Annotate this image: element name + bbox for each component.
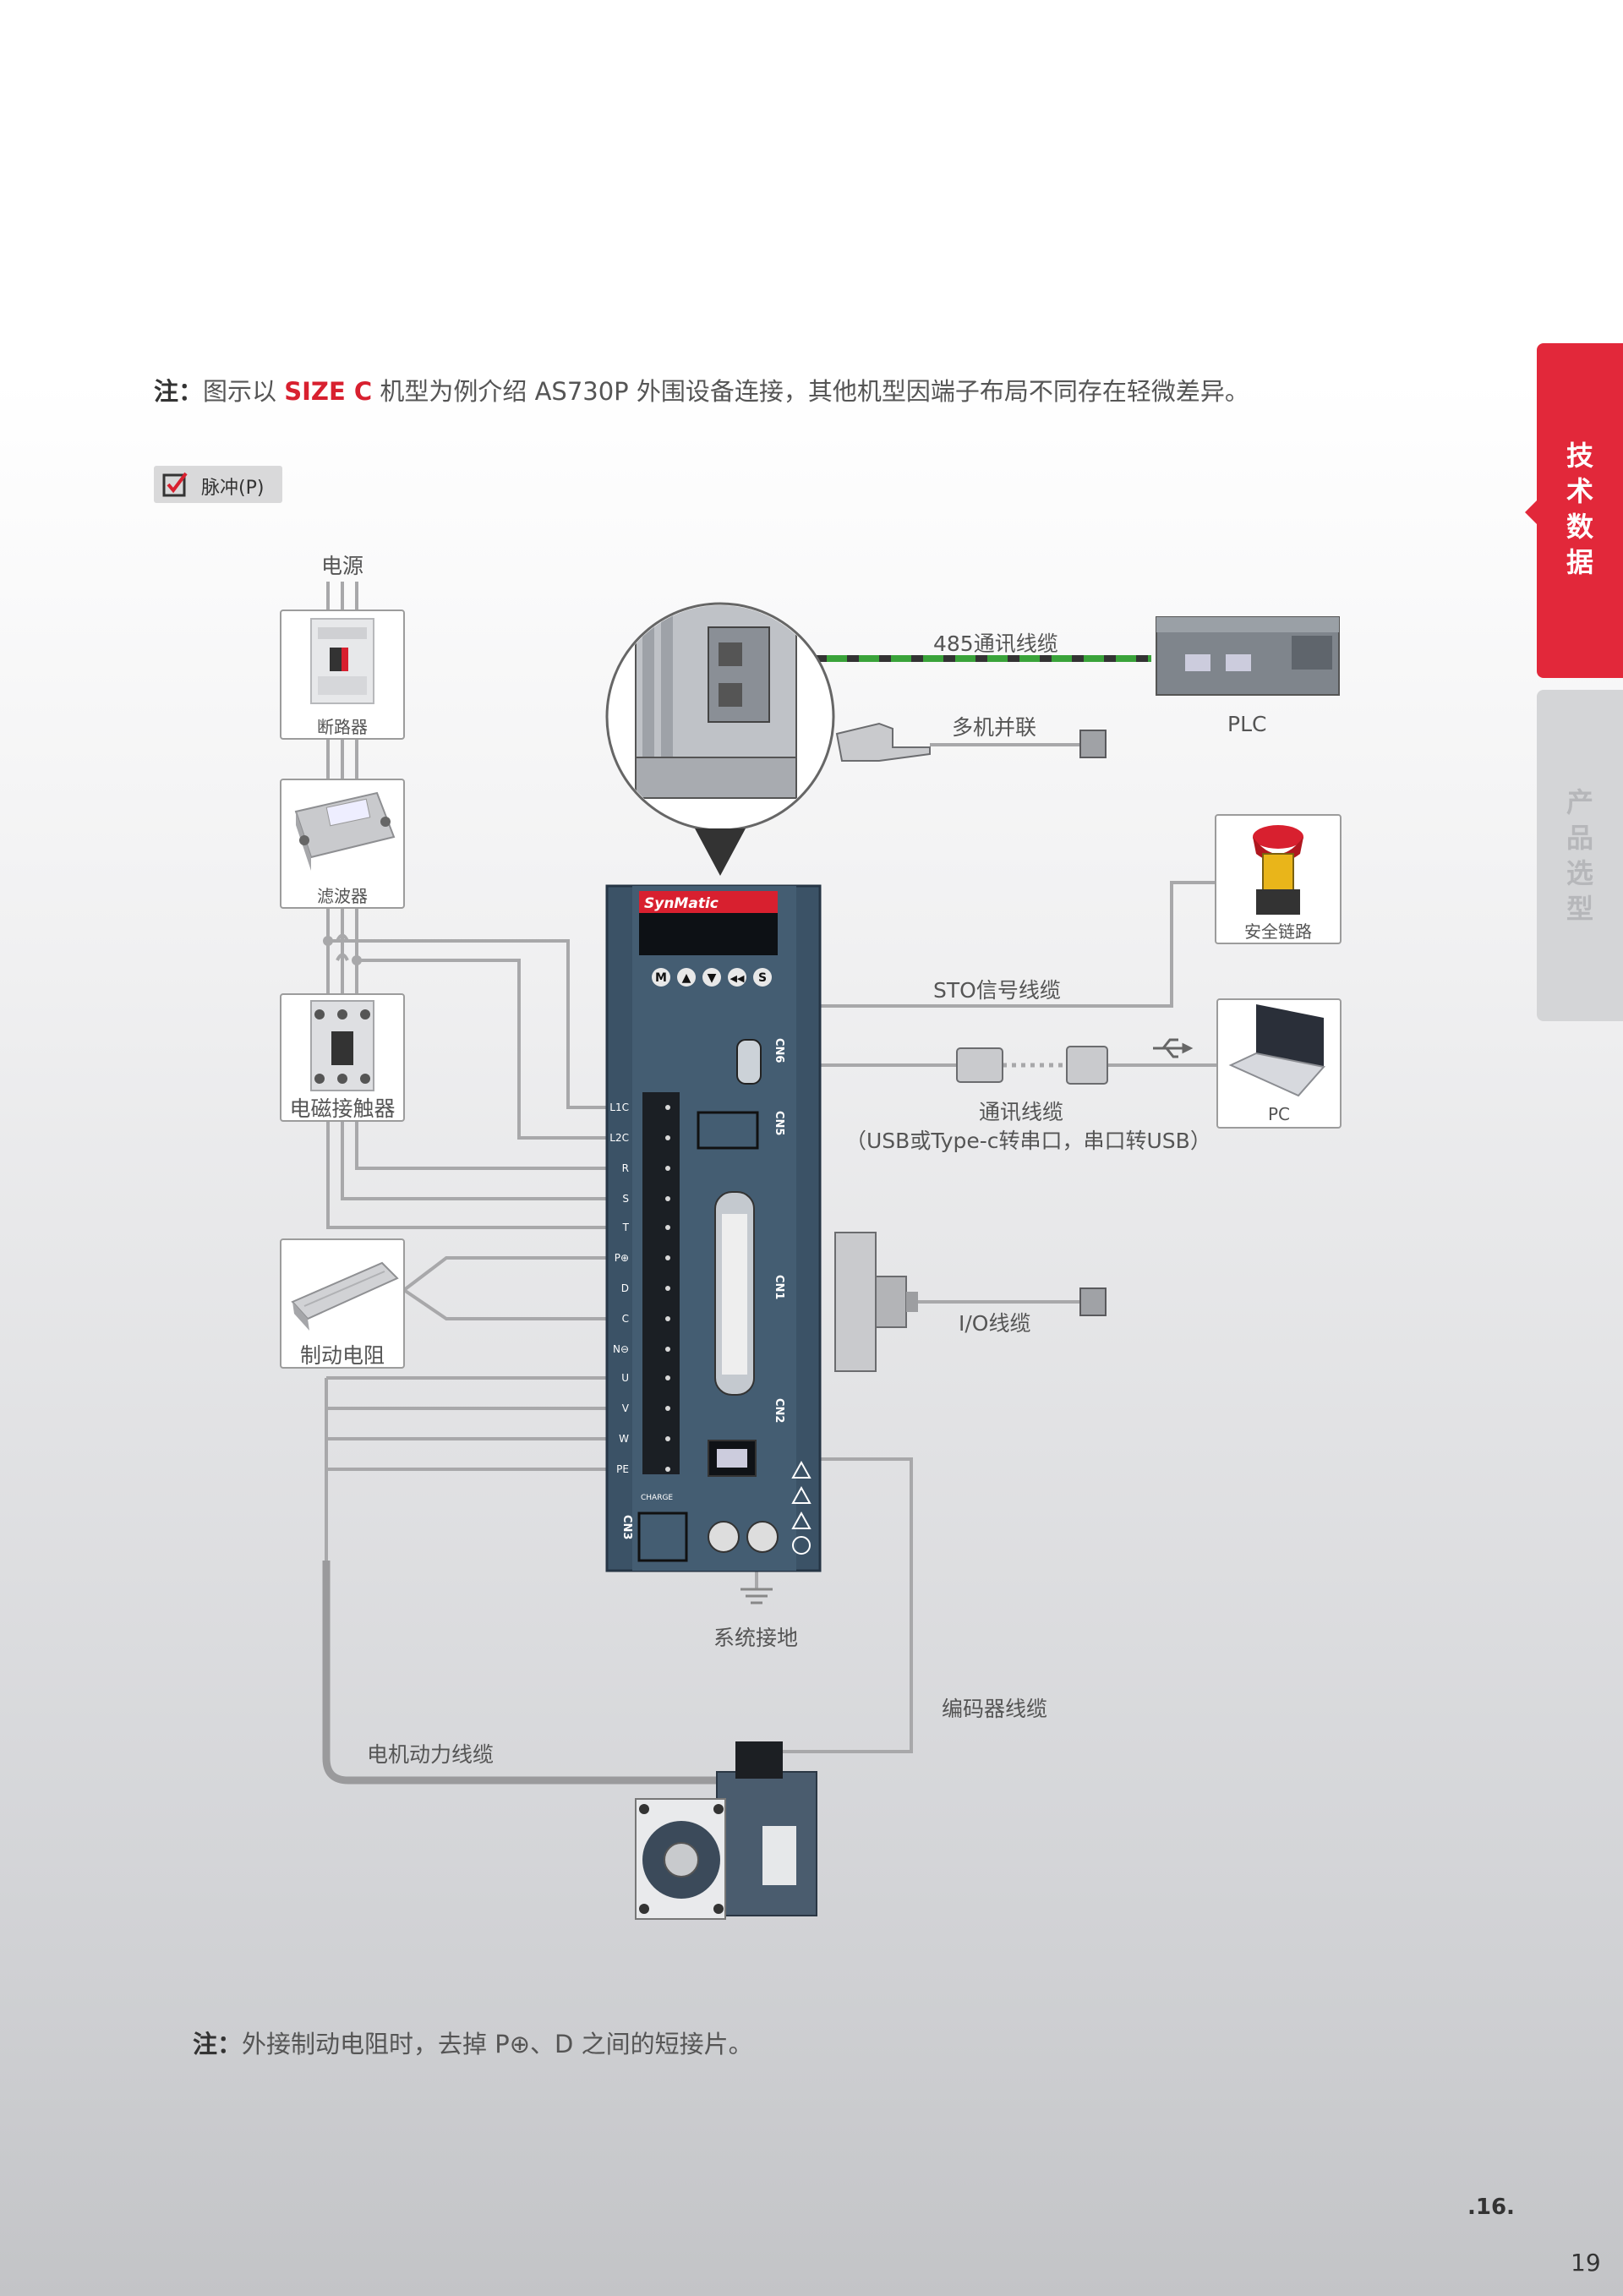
port-cn6: CN6 (773, 1038, 785, 1063)
terminal-p: P⊕ (615, 1252, 629, 1264)
charge-label: CHARGE (641, 1494, 673, 1502)
drive-brand: SynMatic (644, 895, 719, 912)
junction-dots (323, 936, 362, 965)
terminal-v: V (622, 1402, 630, 1414)
terminal-labels: L1C L2C R S T P⊕ D C N⊖ U V W PE (609, 1102, 629, 1475)
drive-key-labels: M ▲ ▼ ◀◀ S (655, 971, 767, 985)
terminal-l2c: L2C (609, 1132, 629, 1144)
safety-label: 安全链路 (1244, 921, 1312, 942)
usb-icon (1153, 1038, 1194, 1058)
top-note: 注：图示以 SIZE C 机型为例介绍 AS730P 外围设备连接，其他机型因端… (154, 372, 1249, 407)
brake-resistor (280, 1238, 405, 1369)
motor-power-cable-label: 电机动力线缆 (367, 1742, 495, 1767)
motor-power-cable (322, 1561, 735, 1785)
comm-connectors (956, 1046, 1108, 1085)
circuit-breaker (280, 610, 405, 740)
tab-tech-data-label: 技术数据 (1566, 440, 1593, 578)
top-note-suffix: 机型为例介绍 AS730P 外围设备连接，其他机型因端子布局不同存在轻微差异。 (372, 377, 1249, 406)
contactor-label: 电磁接触器 (289, 1096, 396, 1121)
terminal-pe: PE (616, 1463, 629, 1475)
ground-icon (740, 1588, 773, 1604)
port-cn2: CN2 (773, 1398, 785, 1423)
rs485-port-zoom (605, 602, 835, 876)
terminal-l1c: L1C (609, 1102, 629, 1113)
terminal-r: R (622, 1162, 629, 1174)
terminal-w: W (619, 1433, 629, 1445)
tab-product-selection[interactable]: 产品选型 (1537, 690, 1623, 1021)
magnetic-contactor (280, 993, 405, 1122)
rs485-cable-label: 485通讯线缆 (933, 631, 1058, 656)
servo-drive (605, 884, 822, 1572)
rj45-plug-icon (835, 722, 1107, 762)
plc-label: PLC (1227, 712, 1267, 736)
bottom-note: 注：外接制动电阻时，去掉 P⊕、D 之间的短接片。 (193, 2025, 753, 2060)
mode-label: 脉冲(P) (201, 478, 265, 499)
port-cn5: CN5 (773, 1111, 785, 1135)
key-m[interactable]: M (655, 971, 667, 985)
terminal-u: U (621, 1372, 629, 1384)
tab-pointer (1525, 500, 1537, 524)
key-up[interactable]: ▲ (682, 971, 691, 985)
top-note-highlight: SIZE C (284, 377, 373, 406)
port-cn3: CN3 (620, 1515, 633, 1539)
pc-label: PC (1267, 1104, 1291, 1124)
wires (325, 582, 1217, 1753)
top-note-prefix: 图示以 (203, 377, 285, 406)
wire-crossings (336, 933, 349, 961)
key-left[interactable]: ◀◀ (730, 973, 745, 984)
port-labels: CN6 CN5 CN1 CN2 CN3 (620, 1038, 785, 1539)
terminal-d: D (621, 1282, 629, 1294)
terminal-n: N⊖ (613, 1343, 629, 1355)
tab-tech-data[interactable]: 技术数据 (1525, 343, 1623, 678)
tab-product-selection-label: 产品选型 (1566, 786, 1593, 925)
terminal-t: T (622, 1222, 630, 1233)
terminal-s: S (622, 1193, 629, 1205)
multi-drive-label: 多机并联 (952, 715, 1037, 740)
keypad (652, 968, 772, 987)
io-connector (834, 1232, 1107, 1372)
sto-cable-label: STO信号线缆 (933, 978, 1061, 1003)
brake-resistor-label: 制动电阻 (299, 1343, 385, 1368)
servo-motor (635, 1741, 817, 1920)
key-s[interactable]: S (758, 971, 767, 985)
io-cable-label: I/O线缆 (959, 1311, 1031, 1336)
bottom-note-label: 注： (193, 2030, 243, 2058)
safety-emergency-stop (1215, 814, 1342, 944)
comm-cable-sublabel: （USB或Type-c转串口，串口转USB） (845, 1129, 1211, 1153)
plc-device (1156, 616, 1340, 696)
filter-label: 滤波器 (317, 886, 368, 906)
bottom-note-text: 外接制动电阻时，去掉 P⊕、D 之间的短接片。 (242, 2030, 753, 2058)
page-code: .16. (1467, 2195, 1515, 2220)
breaker-label: 断路器 (317, 717, 368, 737)
power-label: 电源 (321, 554, 364, 578)
top-note-label: 注： (154, 377, 204, 406)
port-cn1: CN1 (773, 1275, 785, 1299)
encoder-cable-label: 编码器线缆 (942, 1697, 1048, 1721)
key-down[interactable]: ▼ (708, 971, 717, 985)
warning-icon (791, 1460, 812, 1555)
checkbox-checked-icon (162, 472, 188, 497)
ground-label: 系统接地 (713, 1626, 799, 1650)
pc-laptop (1216, 998, 1342, 1129)
page-number: 19 (1571, 2249, 1601, 2277)
comm-cable-label: 通讯线缆 (979, 1100, 1064, 1124)
terminal-c: C (622, 1313, 629, 1325)
terminal-pins (665, 1105, 670, 1472)
emi-filter (280, 779, 405, 909)
mode-badge: 脉冲(P) (154, 466, 282, 503)
